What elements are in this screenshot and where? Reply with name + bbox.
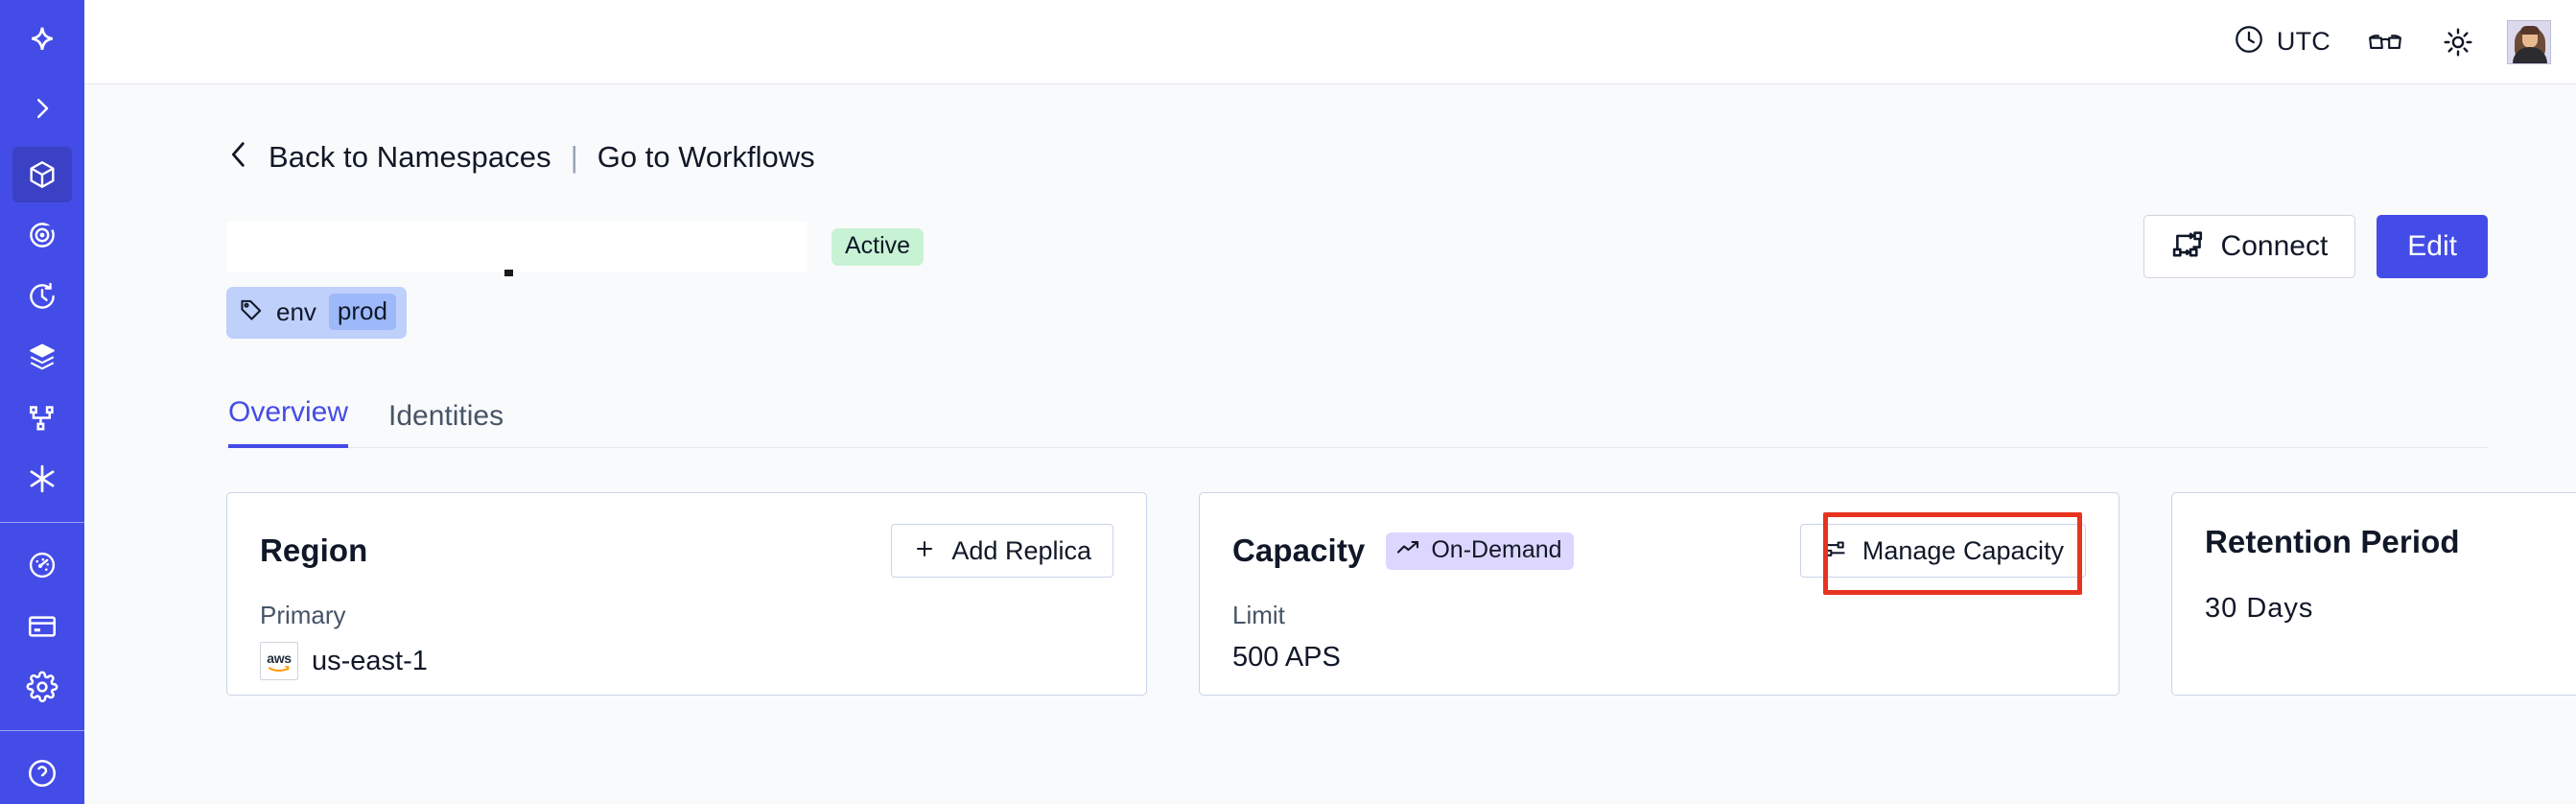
chevron-left-icon [226,138,251,176]
tab-overview[interactable]: Overview [228,396,349,448]
header-actions: Connect Edit [2143,215,2488,278]
region-card-header: Region Add Replica [260,524,1113,578]
sidebar-item-namespaces[interactable] [12,147,72,202]
add-replica-button[interactable]: Add Replica [891,524,1113,578]
page-title-row: Active [226,215,2488,278]
capacity-limit-label: Limit [1232,601,1285,629]
sidebar-item-workflows[interactable] [12,390,72,445]
edit-button[interactable]: Edit [2377,215,2488,278]
clock-icon [2233,23,2265,60]
page-title [226,222,807,276]
sidebar-item-batch-operations[interactable] [12,329,72,384]
timezone-selector[interactable]: UTC [2215,23,2348,60]
sidebar-divider-2 [0,729,84,731]
temporal-logo[interactable] [0,0,84,78]
on-demand-badge: On-Demand [1386,532,1574,570]
retention-period-card: Retention Period 30 Days [2171,492,2576,696]
capacity-card-title: Capacity [1232,532,1366,568]
user-avatar[interactable] [2507,19,2551,64]
sidebar-item-usage[interactable] [12,538,72,593]
trending-up-icon [1396,538,1421,562]
sidebar-item-help[interactable] [12,746,72,801]
status-badge: Active [831,227,925,266]
capacity-value: 500 APS [1232,642,1341,673]
sidebar-divider-1 [0,521,84,523]
aws-logo-text: aws [267,650,292,666]
manage-capacity-button[interactable]: Manage Capacity [1799,524,2086,578]
manage-capacity-label: Manage Capacity [1862,535,2064,565]
capacity-card: Capacity On-Demand [1199,492,2119,696]
tag-icon [239,297,264,327]
aws-logo-icon: aws [260,642,298,680]
expand-sidebar-button[interactable] [12,81,72,135]
region-card: Region Add Replica Primary [226,492,1147,696]
tab-identities[interactable]: Identities [388,400,504,432]
region-card-title: Region [260,532,368,568]
breadcrumb-separator: | [570,139,578,174]
glasses-icon[interactable] [2348,28,2423,57]
plus-icon [913,537,936,565]
connect-button[interactable]: Connect [2143,215,2356,278]
sidebar-item-observability[interactable] [12,208,72,263]
breadcrumb[interactable]: Back to Namespaces | Go to Workflows [226,138,815,176]
sidebar-item-schedules[interactable] [12,269,72,323]
main-pane: UTC [84,0,2576,804]
content-area: Back to Namespaces | Go to Workflows Act… [84,84,2576,804]
sidebar-item-billing[interactable] [12,599,72,653]
connect-button-label: Connect [2220,230,2329,262]
left-sidebar [0,0,84,804]
overview-cards: Region Add Replica Primary [226,492,2576,696]
sliders-icon [1822,538,1847,564]
tab-bar: Overview Identities [226,389,2488,448]
namespace-tag[interactable]: env prod [226,287,407,339]
sun-icon[interactable] [2423,26,2494,59]
timezone-label: UTC [2276,27,2330,56]
add-replica-label: Add Replica [951,535,1091,565]
tag-value: prod [328,294,396,330]
region-primary-label: Primary [260,601,346,629]
breadcrumb-back-label[interactable]: Back to Namespaces [269,139,551,174]
retention-value: 30 Days [2205,593,2314,624]
region-value-row: aws us-east-1 [260,642,1113,680]
tag-key: env [276,297,316,326]
connection-flow-icon [2171,230,2204,264]
capacity-card-header: Capacity On-Demand [1232,524,2086,578]
on-demand-label: On-Demand [1431,535,1562,563]
region-value: us-east-1 [312,645,428,676]
sidebar-item-settings[interactable] [12,659,72,714]
retention-card-header: Retention Period [2205,524,2576,560]
tag-row: env prod [226,287,2488,339]
top-bar: UTC [84,0,2576,84]
sidebar-item-nexus[interactable] [12,451,72,506]
retention-card-title: Retention Period [2205,524,2460,559]
breadcrumb-workflows-link[interactable]: Go to Workflows [597,139,815,174]
